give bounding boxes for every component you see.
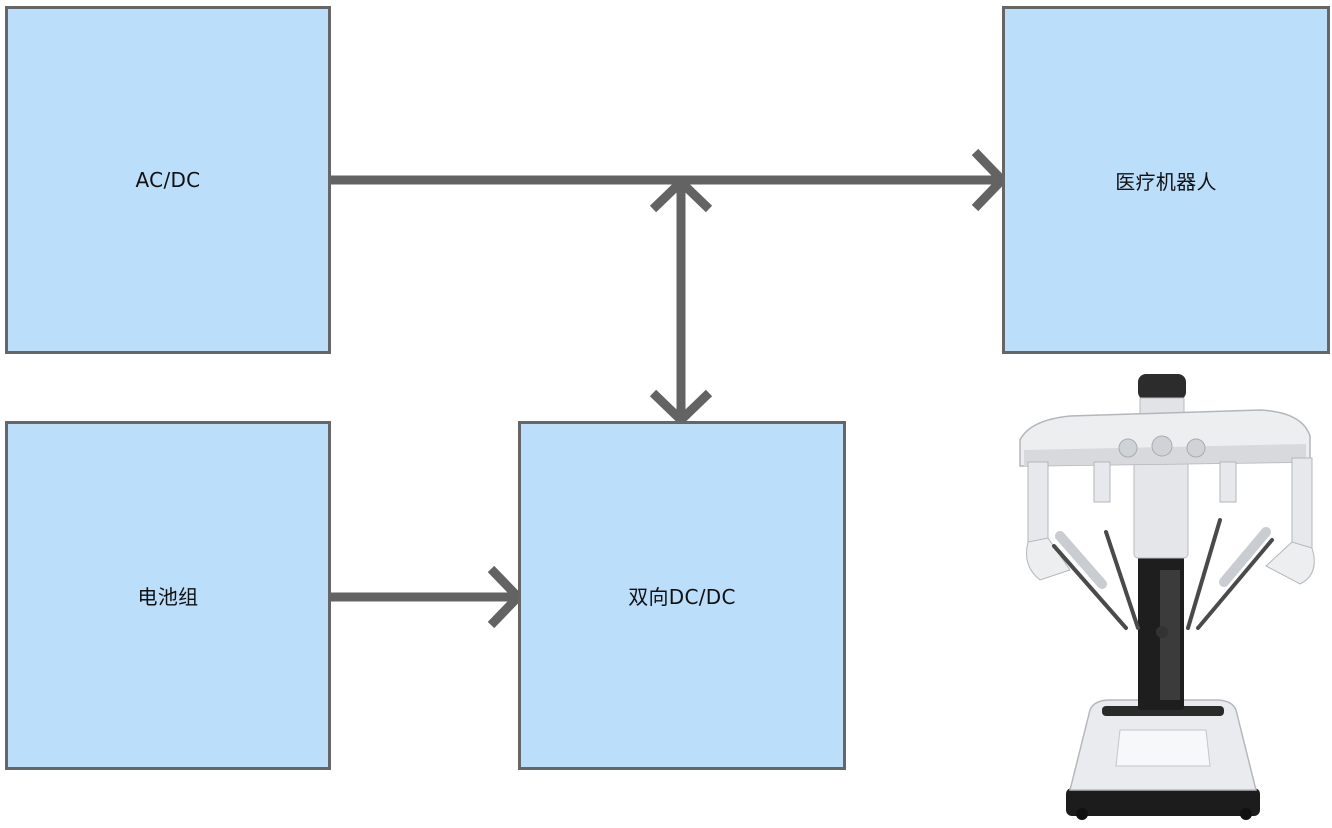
arrowhead-dcdc-down bbox=[649, 389, 713, 427]
robot-arm-mid-left bbox=[1093, 461, 1111, 503]
robot-wheel-right bbox=[1240, 808, 1252, 820]
node-battery-pack-label: 电池组 bbox=[137, 585, 199, 609]
node-medical-robot-label: 医疗机器人 bbox=[1115, 169, 1217, 194]
robot-wheel-left bbox=[1076, 808, 1088, 820]
robot-boom-joint-3 bbox=[1186, 438, 1206, 458]
node-battery-pack: 电池组 bbox=[5, 421, 331, 770]
robot-base-panel bbox=[1115, 729, 1211, 767]
robot-instrument-housing-2 bbox=[1219, 527, 1271, 587]
robot-arm-right-vertical bbox=[1291, 457, 1313, 549]
node-acdc-label: AC/DC bbox=[135, 168, 201, 192]
robot-instrument-housing-1 bbox=[1055, 531, 1107, 589]
node-medical-robot: 医疗机器人 bbox=[1002, 6, 1330, 354]
robot-head-cap bbox=[1138, 374, 1186, 400]
robot-arm-left-vertical bbox=[1027, 461, 1049, 543]
robot-boom-joint-1 bbox=[1118, 438, 1138, 458]
robot-instrument-3 bbox=[1186, 518, 1222, 630]
robot-instrument-2 bbox=[1104, 530, 1140, 630]
node-acdc: AC/DC bbox=[5, 6, 331, 354]
node-bidirectional-dcdc: 双向DC/DC bbox=[518, 421, 846, 770]
robot-base-foot bbox=[1066, 788, 1260, 816]
robot-tool-tip bbox=[1156, 626, 1168, 638]
robot-column-highlight bbox=[1160, 570, 1180, 700]
robot-base-band bbox=[1102, 706, 1224, 716]
node-bidirectional-dcdc-label: 双向DC/DC bbox=[628, 585, 736, 609]
robot-elbow-right bbox=[1265, 541, 1315, 585]
robot-boom-joint-2 bbox=[1151, 435, 1173, 457]
robot-arm-mid-right bbox=[1219, 461, 1237, 503]
robot-instrument-4 bbox=[1196, 538, 1274, 630]
robot-instrument-1 bbox=[1052, 544, 1128, 630]
robot-elbow-left bbox=[1026, 537, 1071, 581]
surgical-robot-illustration bbox=[1019, 374, 1315, 820]
arrowhead-bus-up bbox=[649, 175, 713, 213]
